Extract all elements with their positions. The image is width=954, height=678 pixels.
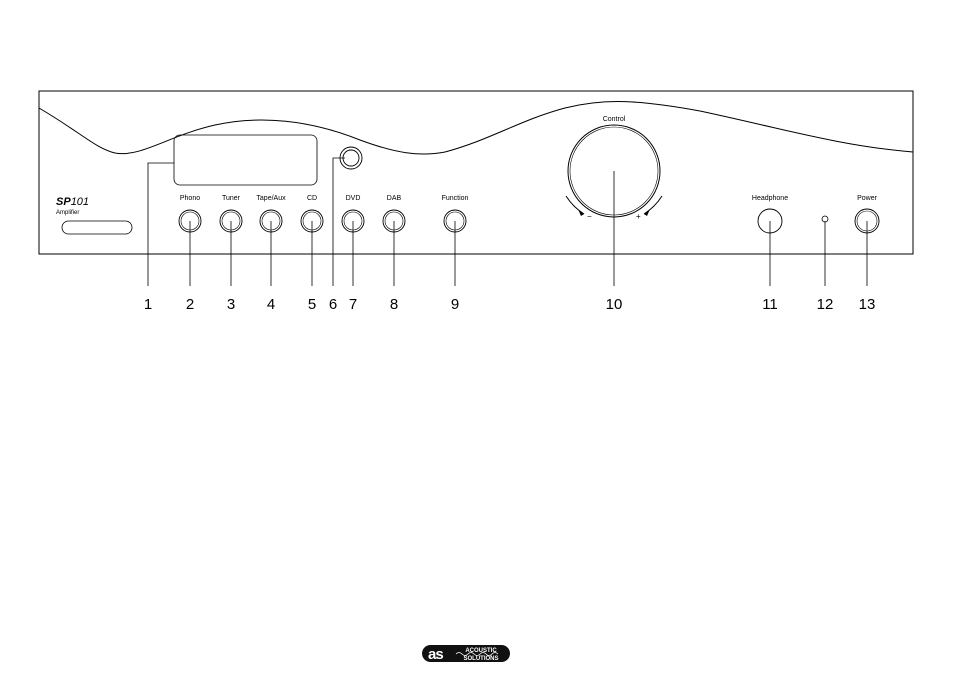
ir-sensor-inner	[343, 150, 359, 166]
callout-12: 12	[817, 296, 834, 313]
volume-up-arrow	[644, 196, 662, 214]
phono-label: Phono	[180, 195, 200, 202]
model-badge-slot	[62, 221, 132, 234]
callout-9: 9	[451, 296, 459, 313]
function-label: Function	[442, 195, 469, 202]
volume-down-arrow	[566, 196, 584, 214]
callout-2: 2	[186, 296, 194, 313]
volume-down-arrowhead-icon	[578, 209, 584, 216]
leader-6	[333, 158, 345, 286]
volume-plus-sign: +	[636, 212, 641, 221]
control-label: Control	[603, 116, 626, 123]
cd-label: CD	[307, 195, 317, 202]
callout-10: 10	[606, 296, 623, 313]
acoustic-solutions-logo: as ACOUSTIC SOLUTIONS	[422, 645, 510, 663]
tape-aux-label: Tape/Aux	[256, 195, 286, 202]
model-subtitle: Amplifier	[56, 210, 79, 216]
callout-1: 1	[144, 296, 152, 313]
callout-3: 3	[227, 296, 235, 313]
callout-8: 8	[390, 296, 398, 313]
display-window	[174, 135, 317, 185]
panel-outline	[39, 91, 913, 254]
callout-4: 4	[267, 296, 275, 313]
volume-up-arrowhead-icon	[644, 209, 650, 216]
callout-11: 11	[762, 296, 778, 313]
leader-1	[148, 163, 174, 286]
power-label: Power	[857, 195, 878, 202]
panel-wave-curve	[39, 102, 913, 155]
model-name: SP101	[56, 196, 89, 208]
callout-numbers: 1 2 3 4 5 6 7 8 9 10 11 12 13	[144, 296, 876, 313]
tuner-label: Tuner	[222, 195, 241, 202]
headphone-label: Headphone	[752, 195, 788, 202]
callout-7: 7	[349, 296, 357, 313]
logo-mark: as	[428, 646, 443, 663]
dab-label: DAB	[387, 195, 402, 202]
callout-13: 13	[859, 296, 876, 313]
logo-line2: SOLUTIONS	[463, 656, 498, 662]
logo-line1: ACOUSTIC	[465, 648, 497, 654]
dvd-label: DVD	[346, 195, 361, 202]
volume-minus-sign: −	[587, 212, 592, 221]
callout-leader-lines	[148, 158, 867, 286]
model-prefix: SP	[56, 196, 71, 208]
callout-6: 6	[329, 296, 337, 313]
callout-5: 5	[308, 296, 316, 313]
model-number: 101	[71, 196, 89, 208]
